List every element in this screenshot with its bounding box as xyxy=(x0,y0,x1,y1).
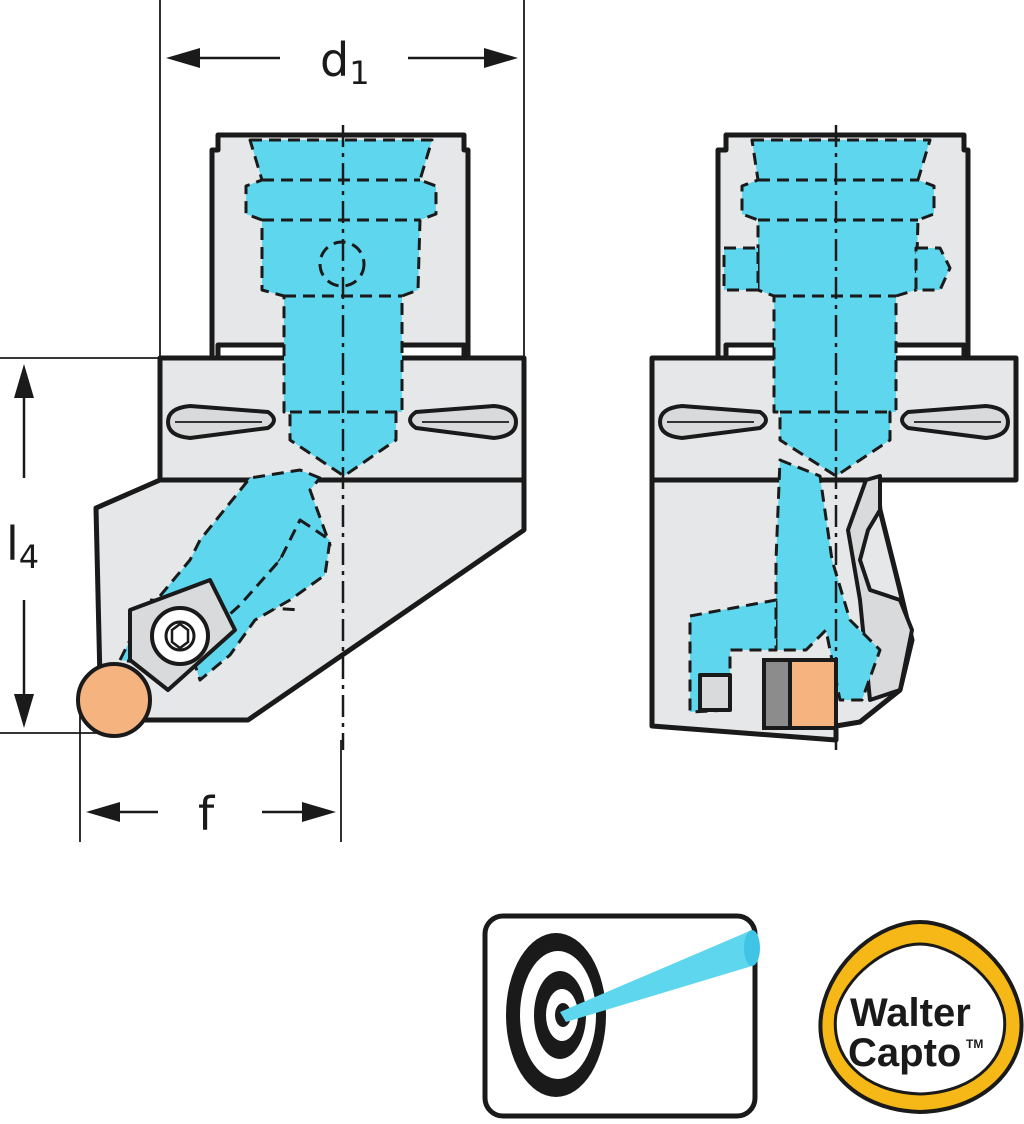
tool-holder-front-view xyxy=(76,125,527,750)
tool-holder-side-view xyxy=(649,125,1019,750)
logo-line-walter: Walter xyxy=(850,991,971,1035)
logo-line-capto: Capto xyxy=(848,1031,961,1075)
target-coolant-icon xyxy=(482,913,760,1119)
insert-side-view xyxy=(788,658,838,730)
round-insert xyxy=(76,662,152,738)
walter-capto-logo: Walter Capto TM xyxy=(818,919,1024,1115)
dimension-label-f: f xyxy=(198,787,216,841)
logo-trademark: TM xyxy=(966,1037,983,1051)
dimension-label-l4: l4 xyxy=(6,517,39,576)
dimension-label-d1: d1 xyxy=(320,33,370,92)
dimension-d1: d1 xyxy=(159,0,525,358)
dimension-f: f xyxy=(79,700,342,842)
